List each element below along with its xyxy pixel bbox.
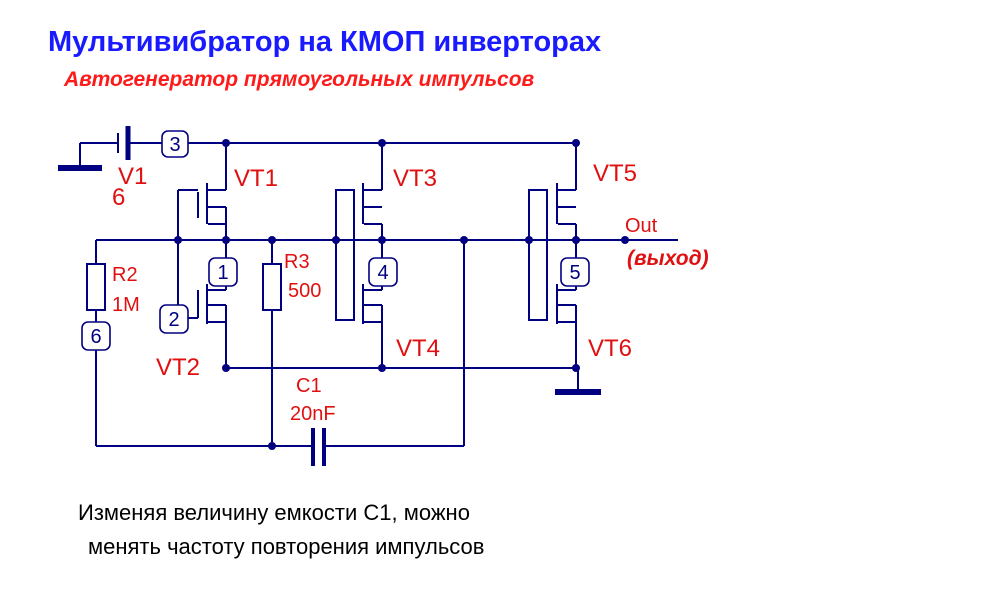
junction-dots — [174, 139, 629, 450]
node-4: 4 — [368, 257, 398, 287]
node-3: 3 — [161, 130, 189, 158]
r2-resistor — [86, 240, 106, 446]
output-note: (выход) — [627, 247, 709, 270]
vt1-label: VT1 — [234, 165, 278, 192]
vt4-label: VT4 — [396, 335, 440, 362]
v1-value: 6 — [112, 184, 125, 211]
vt6-label: VT6 — [588, 335, 632, 362]
svg-text:4: 4 — [377, 262, 388, 284]
page-title: Мультивибратор на КМОП инверторах — [48, 26, 602, 58]
node-1: 1 — [208, 257, 238, 287]
v1-battery — [58, 126, 162, 171]
ground-symbol-right — [555, 368, 601, 395]
svg-text:1: 1 — [217, 262, 228, 284]
r3-resistor — [262, 240, 282, 446]
svg-text:3: 3 — [169, 134, 180, 156]
r2-name: R2 — [112, 264, 138, 286]
inverter-3 — [528, 143, 577, 368]
r2-value: 1M — [112, 294, 140, 316]
v1-name: V1 — [118, 163, 147, 190]
output-label: Out — [625, 215, 658, 237]
footer-line-1: Изменяя величину емкости С1, можно — [78, 500, 470, 525]
svg-text:5: 5 — [569, 262, 580, 284]
svg-text:6: 6 — [90, 326, 101, 348]
page-subtitle: Автогенератор прямоугольных импульсов — [64, 68, 535, 91]
c1-value: 20nF — [290, 403, 336, 425]
vt2-label: VT2 — [156, 354, 200, 381]
node-6: 6 — [81, 321, 111, 351]
vt5-label: VT5 — [593, 160, 637, 187]
r3-value: 500 — [288, 280, 321, 302]
svg-text:2: 2 — [168, 309, 179, 331]
node-2: 2 — [159, 304, 189, 334]
inverter-2 — [335, 143, 383, 368]
r3-name: R3 — [284, 251, 310, 273]
node-5: 5 — [560, 257, 590, 287]
inverter-1 — [177, 143, 227, 368]
footer-line-2: менять частоту повторения импульсов — [88, 534, 485, 559]
vt3-label: VT3 — [393, 165, 437, 192]
c1-capacitor — [96, 240, 465, 466]
c1-name: C1 — [296, 375, 322, 397]
